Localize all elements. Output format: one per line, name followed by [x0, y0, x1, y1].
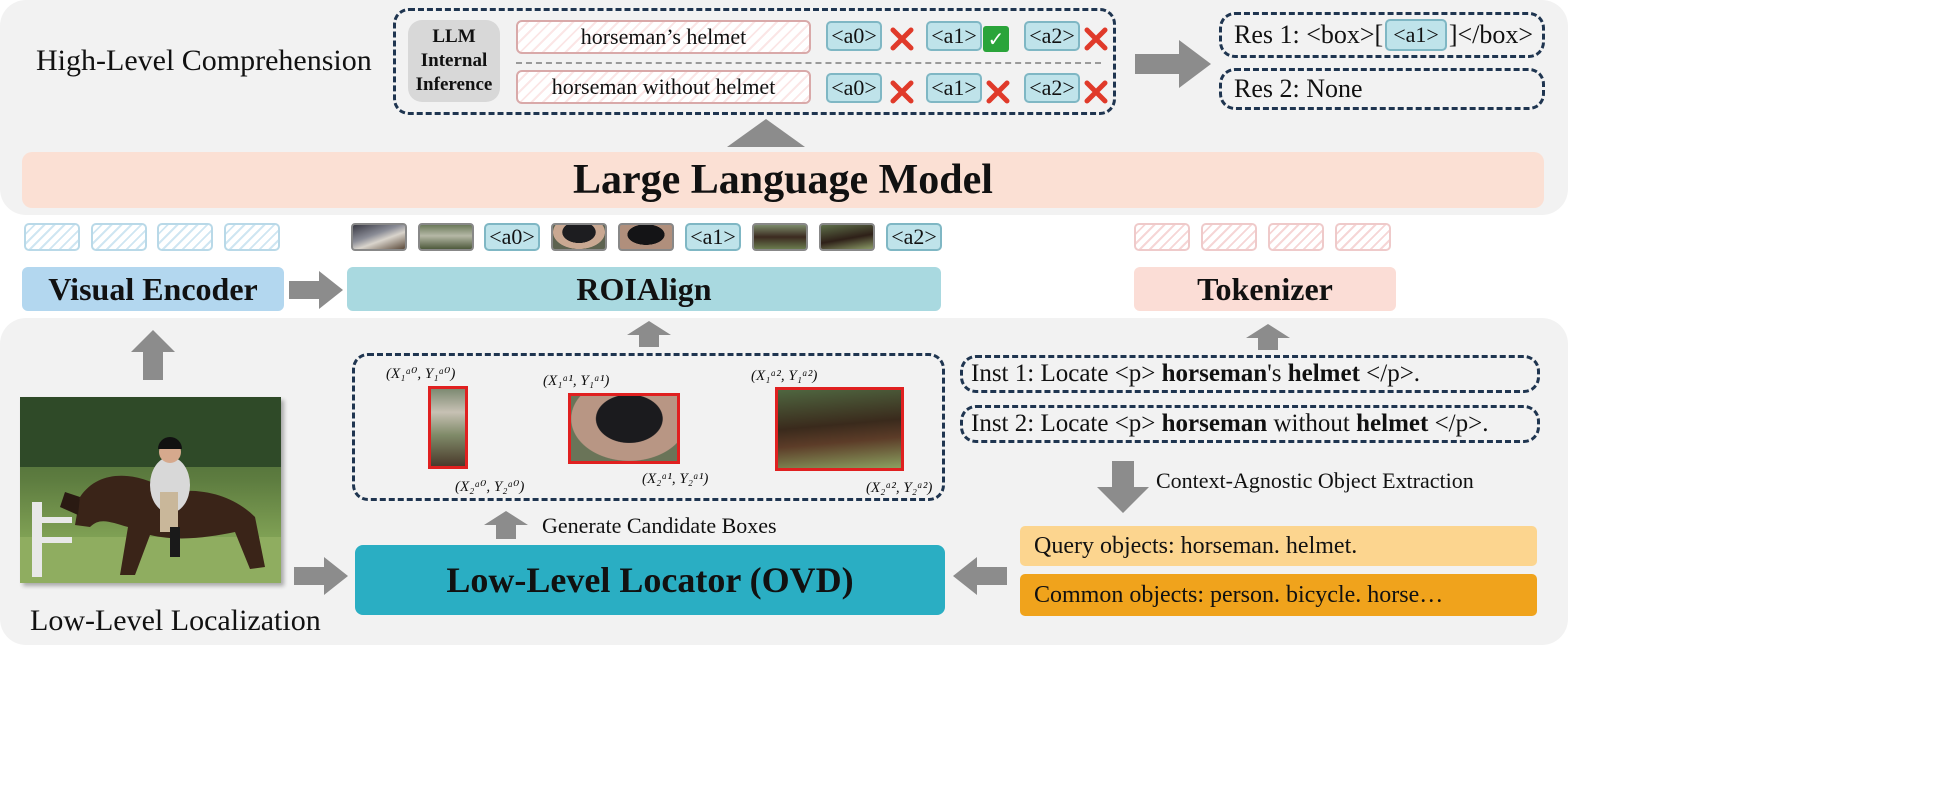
input-photo — [20, 397, 281, 583]
roialign-label: ROIAlign — [576, 270, 712, 307]
roi-thumbnail — [351, 223, 407, 251]
arrow-up-icon — [131, 330, 175, 380]
cross-icon — [889, 26, 915, 57]
result-1-prefix: Res 1: <box>[ — [1234, 20, 1384, 49]
horse-rider-illustration — [20, 397, 281, 583]
tokenizer-label: Tokenizer — [1197, 270, 1333, 307]
text-token — [1201, 223, 1257, 251]
llm-inference-container — [393, 8, 1116, 115]
arrow-up-icon — [727, 119, 805, 147]
inst2-post: </p>. — [1428, 410, 1489, 437]
arrow-right-icon — [294, 557, 348, 595]
candidate-box-a0 — [428, 386, 468, 469]
arrow-right-icon — [289, 271, 343, 309]
candidate-box-a1 — [568, 393, 680, 464]
arrow-right-icon — [1135, 40, 1211, 88]
candidate-boxes-container — [352, 353, 945, 501]
candidate-box-a2 — [775, 387, 904, 471]
divider — [516, 62, 1101, 64]
arrow-up-icon — [484, 511, 528, 539]
roi-thumbnail — [418, 223, 474, 251]
arrow-up-icon — [627, 321, 671, 347]
low-level-title: Low-Level Localization — [30, 604, 321, 637]
query-objects-box: Query objects: horseman. helmet. — [1020, 526, 1537, 566]
visual-token — [24, 223, 80, 251]
result-2: Res 2: None — [1219, 68, 1545, 110]
text-token — [1134, 223, 1190, 251]
common-objects-text: Common objects: person. bicycle. horse… — [1034, 581, 1444, 608]
inst1-bold2: helmet — [1287, 360, 1360, 387]
common-objects-box: Common objects: person. bicycle. horse… — [1020, 574, 1537, 616]
inst2-bold1: horseman — [1161, 410, 1268, 437]
anchor-a0-row2: <a0> — [826, 73, 882, 103]
locator-box: Low-Level Locator (OVD) — [355, 545, 945, 615]
llm-label: Large Language Model — [573, 157, 993, 203]
query-box-1: horseman’s helmet — [516, 20, 811, 54]
cross-icon — [889, 79, 915, 110]
inst2-pre: Inst 2: Locate <p> — [971, 410, 1162, 437]
anchor-a1-row1: <a1> — [926, 21, 982, 51]
cross-icon — [1083, 79, 1109, 110]
high-level-title: High-Level Comprehension — [36, 44, 372, 77]
coord-a2-bottom: (X₂ᵃ², Y₂ᵃ²) — [866, 480, 933, 496]
coord-a0-bottom: (X₂ᵃ⁰, Y₂ᵃ⁰) — [455, 479, 525, 495]
roi-thumbnail — [752, 223, 808, 251]
roi-token-a1: <a1> — [685, 223, 741, 251]
arrow-up-icon — [1246, 324, 1290, 350]
llm-inference-label: LLM Internal Inference — [408, 20, 500, 102]
arrow-left-icon — [953, 557, 1007, 595]
result-1-suffix: ]</box> — [1448, 20, 1534, 49]
result-1: Res 1: <box>[ <a1> ]</box> — [1219, 12, 1545, 58]
llm-inference-text: LLM Internal Inference — [415, 26, 493, 95]
inst1-mid: 's — [1267, 360, 1288, 387]
tokenizer-box: Tokenizer — [1134, 267, 1396, 311]
visual-token — [91, 223, 147, 251]
arrow-down-icon — [1097, 461, 1149, 513]
inst2-mid: without — [1267, 410, 1357, 437]
roi-thumbnail — [551, 223, 607, 251]
result-2-text: Res 2: None — [1234, 74, 1363, 103]
roi-thumbnail — [618, 223, 674, 251]
roi-thumbnail — [819, 223, 875, 251]
roi-token-a0: <a0> — [484, 223, 540, 251]
visual-encoder-box: Visual Encoder — [22, 267, 284, 311]
coord-a0-top: (X₁ᵃ⁰, Y₁ᵃ⁰) — [386, 366, 456, 382]
instruction-1: Inst 1: Locate <p> horseman's helmet </p… — [960, 355, 1540, 393]
inst1-pre: Inst 1: Locate <p> — [971, 360, 1162, 387]
anchor-a1-row2: <a1> — [926, 73, 982, 103]
anchor-a2-row2: <a2> — [1024, 73, 1080, 103]
inst2-bold2: helmet — [1356, 410, 1429, 437]
text-token — [1335, 223, 1391, 251]
instruction-2: Inst 2: Locate <p> horseman without helm… — [960, 405, 1540, 443]
result-1-token: <a1> — [1385, 19, 1447, 51]
anchor-a2-row1: <a2> — [1024, 21, 1080, 51]
cross-icon — [1083, 26, 1109, 57]
query-box-2: horseman without helmet — [516, 70, 811, 104]
visual-token — [157, 223, 213, 251]
coord-a2-top: (X₁ᵃ², Y₁ᵃ²) — [751, 368, 818, 384]
roi-token-a2: <a2> — [886, 223, 942, 251]
inst1-post: </p>. — [1359, 360, 1421, 387]
anchor-a0-row1: <a0> — [826, 21, 882, 51]
inst1-bold1: horseman — [1161, 360, 1268, 387]
extraction-label: Context-Agnostic Object Extraction — [1156, 468, 1474, 493]
coord-a1-bottom: (X₂ᵃ¹, Y₂ᵃ¹) — [642, 471, 709, 487]
coord-a1-top: (X₁ᵃ¹, Y₁ᵃ¹) — [543, 373, 610, 389]
locator-label: Low-Level Locator (OVD) — [446, 560, 854, 600]
query-objects-text: Query objects: horseman. helmet. — [1034, 532, 1358, 559]
check-icon: ✓ — [983, 26, 1009, 52]
visual-token — [224, 223, 280, 251]
text-token — [1268, 223, 1324, 251]
roialign-box: ROIAlign — [347, 267, 941, 311]
llm-bar: Large Language Model — [22, 152, 1544, 208]
visual-encoder-label: Visual Encoder — [48, 270, 258, 307]
generate-label: Generate Candidate Boxes — [542, 513, 777, 538]
cross-icon — [985, 79, 1011, 110]
